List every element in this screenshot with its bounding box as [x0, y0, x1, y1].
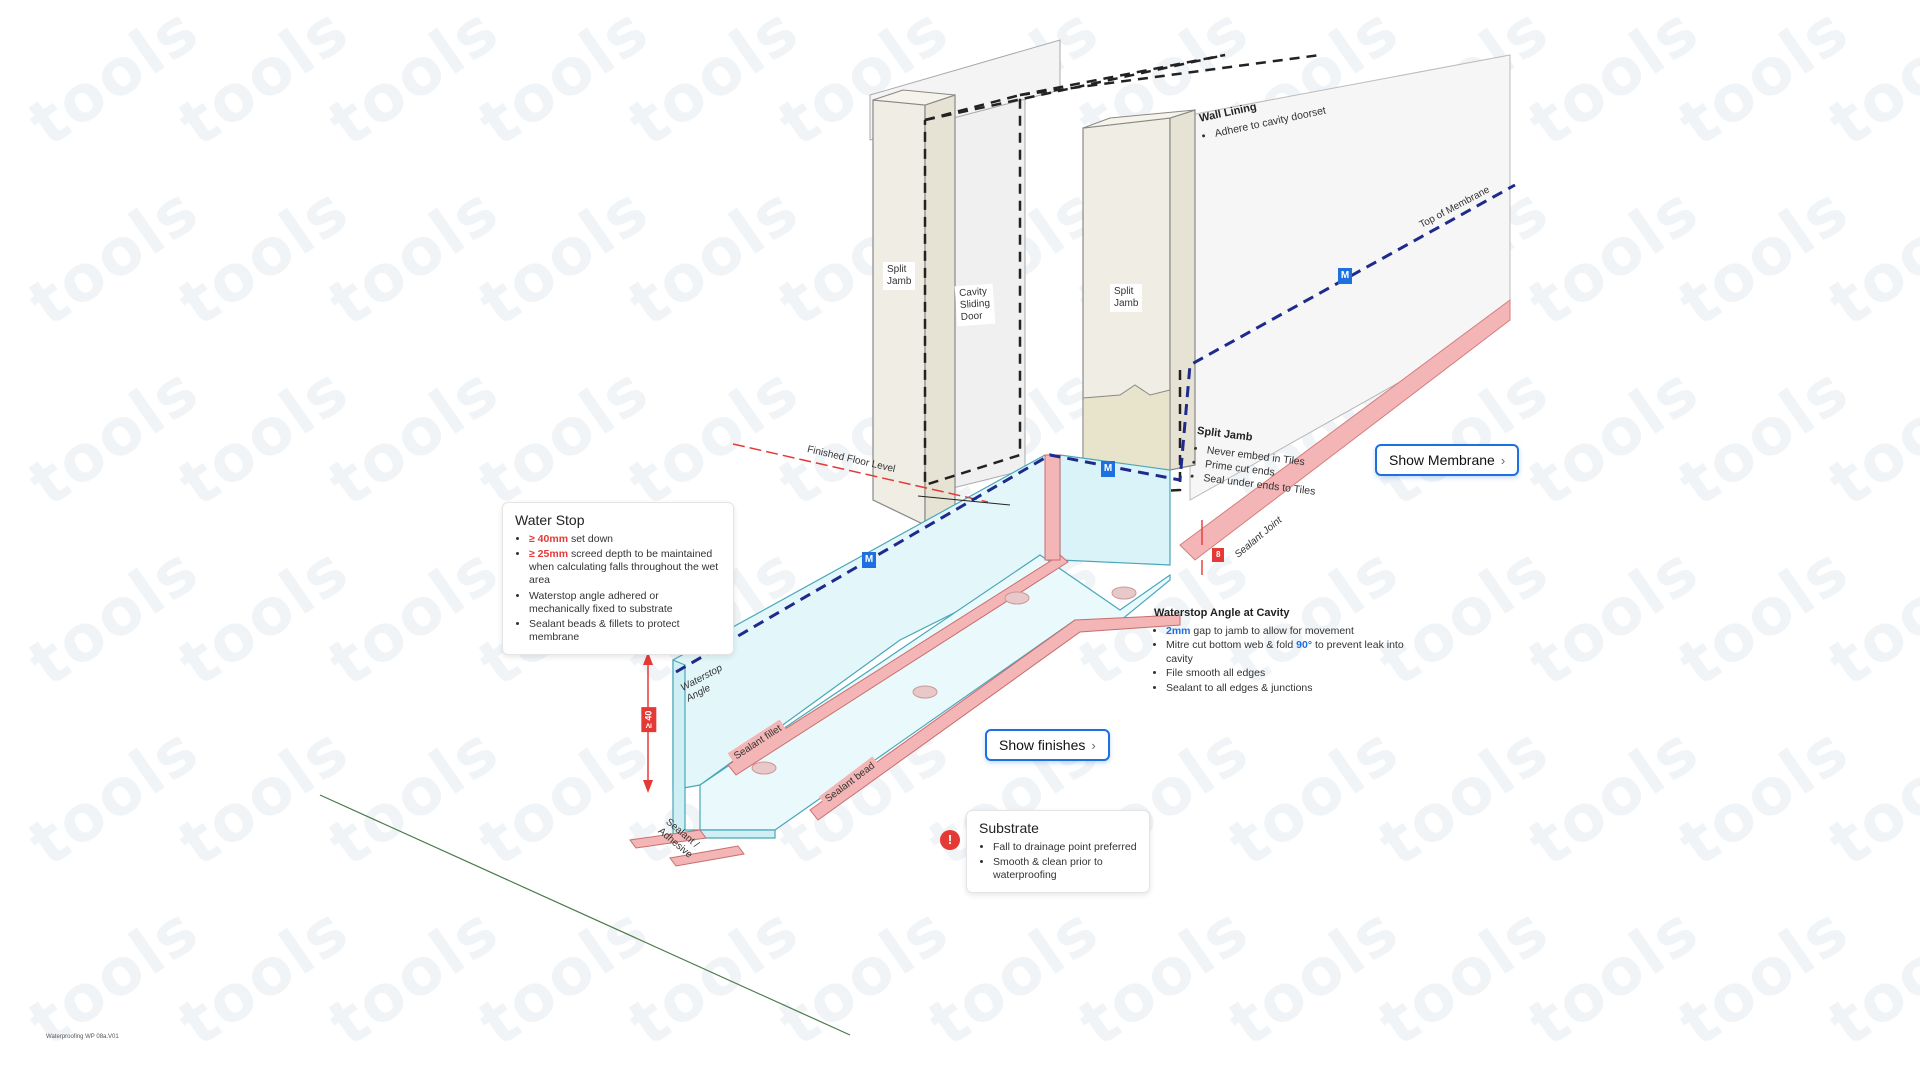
highlight-value: ≥ 25mm — [529, 548, 569, 561]
split-jamb-left-top — [872, 89, 956, 106]
chevron-right-icon: › — [1500, 452, 1506, 468]
waterstop-cavity-note: Waterstop Angle at Cavity 2mm gap to jam… — [1154, 606, 1414, 695]
list-item: Smooth & clean prior to waterproofing — [993, 856, 1137, 882]
cavity-door-label: Cavity Sliding Door — [954, 283, 996, 327]
split-jamb-right-label: Split Jamb — [1110, 284, 1143, 312]
fixing-dot — [751, 761, 777, 775]
split-jamb-left-side — [924, 94, 956, 527]
waterstop-cavity-list: 2mm gap to jamb to allow for movement Mi… — [1154, 624, 1414, 695]
list-item: Fall to drainage point preferred — [993, 841, 1137, 854]
membrane-marker: M — [862, 552, 876, 568]
sealant-adhesive-strip-1 — [629, 829, 707, 849]
membrane-marker: M — [1101, 461, 1115, 477]
highlight-value: ≥ 40mm — [529, 533, 569, 545]
floor-hatch — [917, 495, 1011, 506]
substrate-list: Fall to drainage point preferred Smooth … — [979, 841, 1137, 882]
fixing-dot — [912, 685, 938, 699]
list-item: Sealant beads & fillets to protect membr… — [529, 618, 721, 644]
list-item: ≥ 40mm set down — [529, 533, 721, 546]
highlight-value: 2mm — [1166, 624, 1191, 637]
water-stop-list: ≥ 40mm set down ≥ 25mm screed depth to b… — [515, 533, 721, 644]
bullet-text: to prevent leak into cavity — [1166, 639, 1404, 666]
substrate-alert-icon: ! — [940, 830, 960, 850]
door-outline-dashed — [923, 53, 1321, 497]
show-membrane-label: Show Membrane — [1389, 452, 1495, 468]
dimension-small-label: 8 — [1212, 548, 1225, 562]
list-item: Mitre cut bottom web & fold 90° to preve… — [1166, 638, 1414, 666]
dimension-40-label: ≥ 40 — [641, 706, 657, 733]
sealant-fillet-strip — [727, 554, 1069, 776]
water-stop-title: Water Stop — [515, 512, 585, 528]
fixing-dot — [1004, 591, 1030, 605]
floor-edge-line — [319, 794, 851, 1036]
chevron-right-icon: › — [1091, 737, 1096, 753]
dimension-arrow-bottom — [643, 780, 653, 793]
waterstop-cavity-wall — [1059, 454, 1171, 566]
show-membrane-button[interactable]: Show Membrane › — [1375, 444, 1520, 476]
sealant-bead-strip — [809, 614, 1181, 821]
fixing-dot — [1111, 586, 1137, 600]
sealant-adhesive-strip-2 — [669, 845, 745, 867]
show-finishes-button[interactable]: Show finishes › — [985, 729, 1110, 761]
split-jamb-right-top — [1082, 109, 1196, 129]
dimension-arrow-top — [643, 652, 653, 665]
water-stop-callout: Water Stop ≥ 40mm set down ≥ 25mm screed… — [502, 502, 734, 655]
highlight-value: 90° — [1296, 639, 1313, 652]
wall-sealant-strip — [1179, 299, 1511, 561]
bullet-text: Mitre cut bottom web & fold — [1166, 639, 1297, 652]
bullet-text: Sealant beads & fillets to protect membr… — [529, 617, 680, 643]
membrane-marker: M — [1338, 268, 1352, 284]
substrate-callout: Substrate Fall to drainage point preferr… — [966, 810, 1150, 894]
bullet-text: Waterstop angle adhered or mechanically … — [529, 589, 673, 615]
list-item: Waterstop angle adhered or mechanically … — [529, 590, 721, 616]
list-item: ≥ 25mm screed depth to be maintained whe… — [529, 548, 721, 587]
waterstop-cavity-title: Waterstop Angle at Cavity — [1154, 607, 1290, 619]
top-of-membrane-line — [675, 183, 1516, 674]
list-item: 2mm gap to jamb to allow for movement — [1166, 624, 1414, 638]
bullet-text: screed depth to be maintained when calcu… — [529, 548, 719, 587]
split-jamb-right-side — [1169, 109, 1196, 471]
substrate-title: Substrate — [979, 820, 1039, 836]
split-jamb-left-label: Split Jamb — [883, 262, 916, 290]
list-item: File smooth all edges — [1166, 666, 1414, 680]
show-finishes-label: Show finishes — [999, 737, 1086, 753]
bullet-text: set down — [568, 533, 613, 545]
list-item: Sealant to all edges & junctions — [1166, 681, 1414, 695]
finished-floor-line — [732, 443, 989, 503]
bullet-text: gap to jamb to allow for movement — [1190, 624, 1354, 637]
sealant-cavity-edge — [1044, 454, 1061, 561]
drawing-reference: Waterproofing WP 08a.V01 — [46, 1034, 119, 1040]
bullet-text: File smooth all edges — [1166, 667, 1266, 680]
bullet-text: Sealant to all edges & junctions — [1166, 681, 1313, 694]
